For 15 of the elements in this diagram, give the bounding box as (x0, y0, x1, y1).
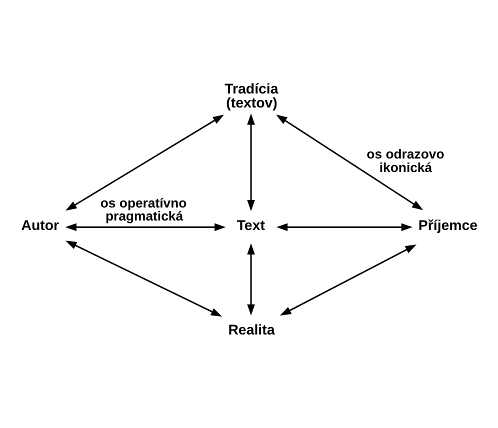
node-text: Příjemce (418, 217, 478, 234)
node-text: Tradícia (textov) (224, 80, 278, 112)
arrow (65, 222, 226, 231)
node-text: Realita (228, 322, 275, 338)
edge-label: os odrazovo ikonická (366, 146, 444, 174)
arrow (66, 114, 224, 210)
arrow (276, 114, 424, 210)
node-text: Text (236, 217, 265, 234)
arrow (280, 244, 416, 316)
arrow (247, 113, 255, 211)
node-text: Autor (21, 217, 60, 234)
edge-label: os operatívno pragmatická (100, 194, 187, 223)
arrow (247, 242, 255, 315)
arrow (66, 240, 222, 316)
arrow (276, 222, 412, 231)
